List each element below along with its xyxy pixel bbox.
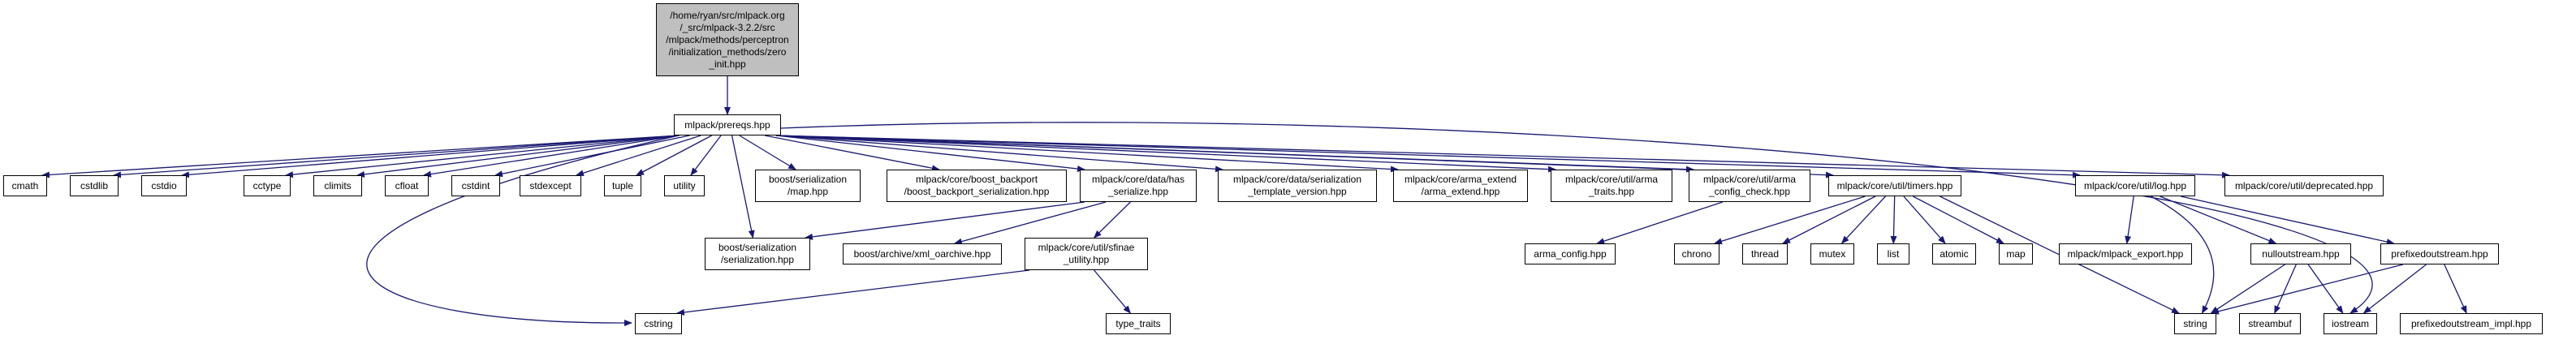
graph-node-prefixedoutstream[interactable]: prefixedoutstream.hpp — [2380, 243, 2499, 264]
edge-prereqs-boost_backport — [764, 135, 940, 172]
edge-prereqs-deprecated — [775, 135, 2230, 178]
graph-node-boost_backport[interactable]: mlpack/core/boost_backport /boost_backpo… — [887, 170, 1067, 202]
graph-node-string: string — [2174, 313, 2216, 334]
edge-prereqs-cmath — [41, 135, 680, 178]
graph-node-mlpack_export[interactable]: mlpack/mlpack_export.hpp — [2059, 243, 2192, 264]
edge-sfinae_utility-type_traits — [1094, 269, 1132, 314]
edge-prefixedoutstream-string — [2211, 264, 2404, 315]
edge-prereqs-cstdio — [181, 135, 680, 178]
edge-prereqs-cstring — [366, 135, 680, 327]
edge-has_serialize-boost_serialization — [805, 201, 1085, 240]
graph-node-arma_config_check[interactable]: mlpack/core/util/arma _config_check.hpp — [1689, 170, 1810, 202]
edge-prereqs-cstdlib — [113, 135, 680, 178]
graph-node-has_serialize[interactable]: mlpack/core/data/has _serialize.hpp — [1080, 170, 1197, 202]
edge-prereqs-arma_traits — [775, 135, 1556, 173]
graph-node-timers[interactable]: mlpack/core/util/timers.hpp — [1828, 175, 1961, 196]
edge-prefixedoutstream-prefixedoutstream_impl — [2444, 264, 2467, 314]
edge-prereqs-cctype — [285, 135, 680, 178]
edge-prereqs-boost_serialization — [731, 135, 755, 239]
graph-node-mutex: mutex — [1810, 243, 1854, 264]
edge-timers-list — [1890, 196, 1897, 244]
graph-node-sfinae_utility[interactable]: mlpack/core/util/sfinae _utility.hpp — [1025, 238, 1148, 270]
graph-node-tuple: tuple — [604, 175, 641, 196]
edge-timers-thread — [1782, 196, 1876, 244]
edge-prereqs-log — [775, 135, 2081, 178]
graph-node-cstdio: cstdio — [141, 175, 187, 196]
edge-log-prefixedoutstream — [2181, 196, 2395, 245]
edge-prereqs-boost_ser_map — [739, 135, 797, 170]
edge-timers-chrono — [1714, 196, 1866, 245]
graph-node-utility: utility — [664, 175, 705, 196]
graph-node-thread: thread — [1742, 243, 1788, 264]
graph-node-zero_init: /home/ryan/src/mlpack.org /_src/mlpack-3… — [656, 3, 799, 76]
edge-prereqs-utility — [690, 135, 722, 176]
graph-node-cctype: cctype — [244, 175, 291, 196]
graph-node-prefixedoutstream_impl[interactable]: prefixedoutstream_impl.hpp — [2400, 313, 2543, 334]
edge-log-nulloutstream — [2160, 196, 2277, 244]
graph-node-xml_oarchive: boost/archive/xml_oarchive.hpp — [843, 243, 1002, 264]
graph-node-cmath: cmath — [3, 175, 47, 196]
edge-timers-map — [1913, 196, 2004, 244]
edge-has_serialize-sfinae_utility — [1093, 201, 1131, 239]
edge-sfinae_utility-cstring — [676, 269, 1030, 316]
edge-prereqs-tuple — [636, 135, 712, 176]
edge-prefixedoutstream-iostream — [2362, 264, 2427, 314]
edge-log-string — [2151, 196, 2215, 314]
graph-node-map: map — [1999, 243, 2033, 264]
edge-prereqs-climits — [356, 135, 680, 178]
edge-has_serialize-xml_oarchive — [953, 201, 1107, 245]
graph-node-boost_ser_map: boost/serialization /map.hpp — [755, 170, 861, 202]
graph-node-cstdint: cstdint — [451, 175, 500, 196]
graph-node-atomic: atomic — [1932, 243, 1976, 264]
edge-prereqs-iostream — [780, 122, 2373, 314]
graph-node-prereqs[interactable]: mlpack/prereqs.hpp — [674, 114, 781, 135]
graph-node-cstdlib: cstdlib — [70, 175, 119, 196]
graph-node-type_traits: type_traits — [1106, 313, 1171, 334]
edge-prereqs-timers — [775, 135, 1834, 178]
graph-node-arma_traits[interactable]: mlpack/core/util/arma _traits.hpp — [1551, 170, 1672, 202]
graph-node-arma_config[interactable]: arma_config.hpp — [1525, 243, 1616, 264]
graph-node-chrono: chrono — [1674, 243, 1719, 264]
edge-prereqs-ser_template_version — [775, 135, 1223, 173]
graph-node-deprecated[interactable]: mlpack/core/util/deprecated.hpp — [2224, 175, 2384, 196]
edge-log-mlpack_export — [2125, 196, 2134, 244]
edge-prereqs-cfloat — [423, 135, 680, 178]
graph-node-log[interactable]: mlpack/core/util/log.hpp — [2075, 175, 2195, 196]
graph-node-climits: climits — [313, 175, 362, 196]
edge-prereqs-cstdint — [494, 135, 690, 178]
graph-node-cfloat: cfloat — [385, 175, 429, 196]
edge-prereqs-arma_extend — [775, 135, 1399, 173]
edge-prereqs-stdexcept — [576, 135, 701, 177]
graph-node-ser_template_version[interactable]: mlpack/core/data/serialization _template… — [1218, 170, 1377, 202]
graph-node-stdexcept: stdexcept — [520, 175, 581, 196]
edge-arma_config_check-arma_config — [1596, 201, 1724, 244]
graph-node-streambuf: streambuf — [2239, 313, 2301, 334]
edge-timers-atomic — [1903, 196, 1946, 244]
edge-nulloutstream-iostream — [2307, 264, 2344, 314]
graph-node-list: list — [1877, 243, 1909, 264]
graph-node-iostream: iostream — [2324, 313, 2377, 334]
graph-node-boost_serialization: boost/serialization /serialization.hpp — [705, 238, 810, 270]
graph-node-nulloutstream[interactable]: nulloutstream.hpp — [2250, 243, 2351, 264]
graph-node-arma_extend[interactable]: mlpack/core/arma_extend /arma_extend.hpp — [1393, 170, 1528, 202]
edge-nulloutstream-streambuf — [2274, 264, 2297, 314]
edge-prereqs-has_serialize — [775, 135, 1085, 172]
edge-timers-mutex — [1840, 196, 1886, 244]
edge-nulloutstream-string — [2210, 264, 2285, 314]
graph-node-cstring: cstring — [635, 313, 682, 334]
